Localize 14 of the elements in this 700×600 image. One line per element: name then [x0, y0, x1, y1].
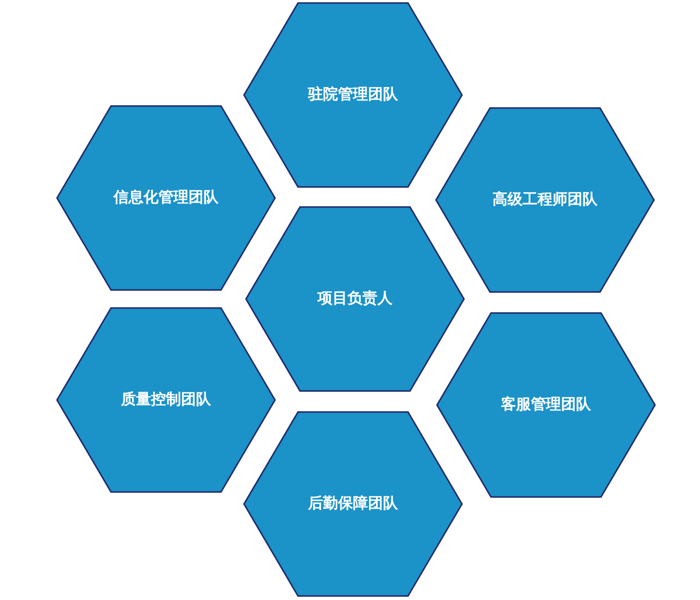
team-hexagon: [436, 312, 656, 498]
hexagon-label: 质量控制团队: [120, 390, 212, 410]
hexagon-label: 高级工程师团队: [492, 190, 598, 210]
team-hexagon: [245, 206, 465, 392]
team-hexagon: [56, 307, 276, 493]
hexagon-label: 客服管理团队: [500, 394, 592, 415]
team-hexagon: [435, 107, 655, 293]
hexagon-label: 信息化管理团队: [112, 188, 220, 208]
hexagon-label: 项目负责人: [316, 288, 394, 309]
hexagon-label: 驻院管理团队: [306, 84, 399, 105]
team-hexagon: [243, 411, 463, 597]
team-hexagon: [56, 105, 276, 291]
team-hexagon: [243, 2, 463, 188]
hexagon-label: 后勤保障团队: [306, 494, 399, 514]
